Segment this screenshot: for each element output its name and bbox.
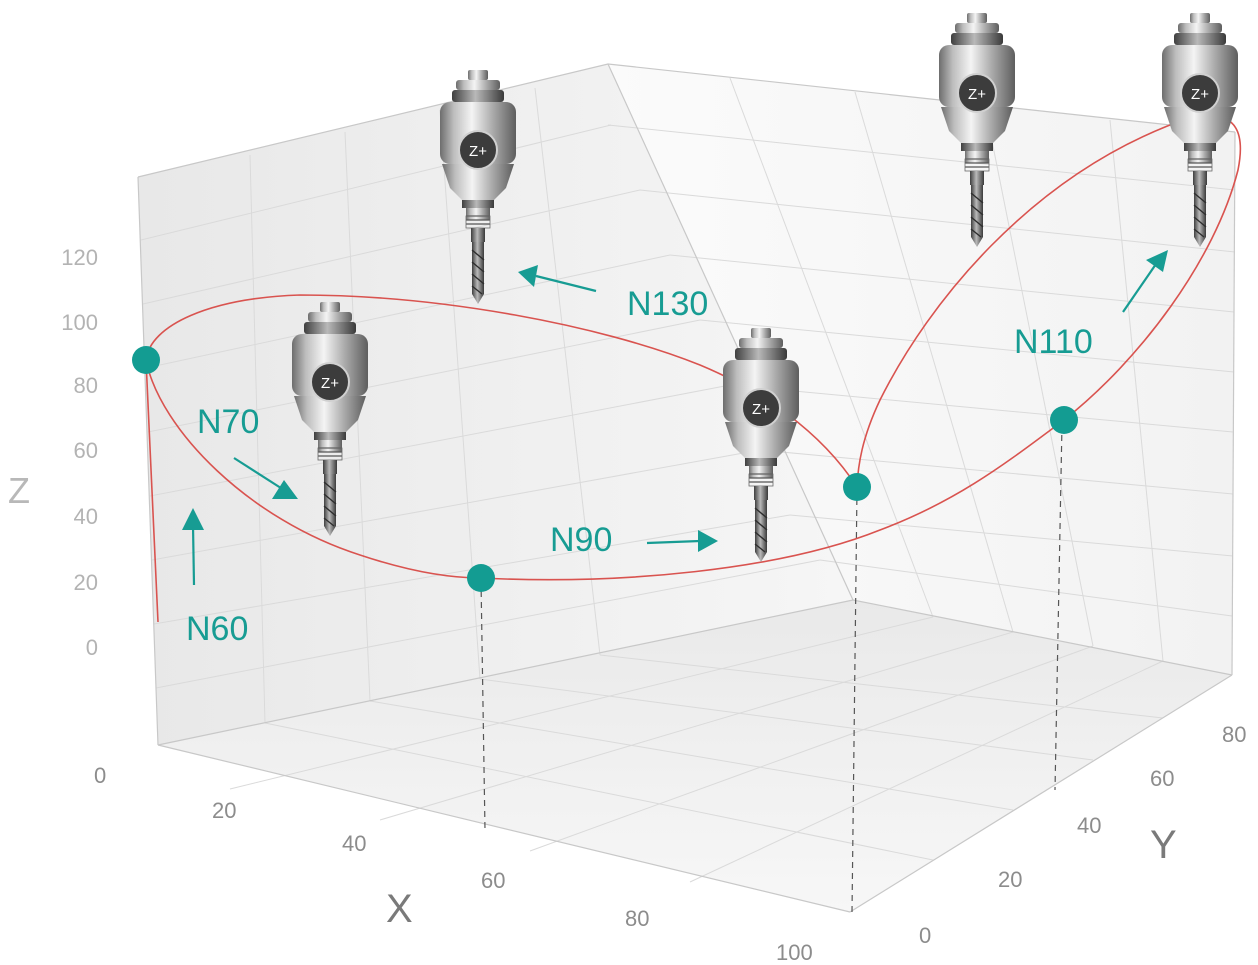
y-axis-title: Y bbox=[1150, 823, 1177, 867]
x-tick: 80 bbox=[625, 906, 649, 931]
spindle-tool-4: Z+ bbox=[938, 12, 1016, 248]
z-tick: 60 bbox=[74, 438, 98, 463]
z-tick: 120 bbox=[61, 245, 98, 270]
tool-badge: Z+ bbox=[752, 401, 770, 418]
tool-badge: Z+ bbox=[1191, 86, 1209, 103]
label-n110: N110 bbox=[1014, 323, 1093, 361]
path-point bbox=[132, 346, 160, 374]
spindle-tool-1: Z+ bbox=[439, 69, 517, 305]
y-tick: 0 bbox=[919, 923, 931, 948]
label-n70: N70 bbox=[197, 403, 259, 441]
tool-badge: Z+ bbox=[968, 86, 986, 103]
back-wall bbox=[608, 64, 1235, 675]
z-tick: 20 bbox=[74, 570, 98, 595]
y-tick: 60 bbox=[1150, 766, 1174, 791]
projection-lines bbox=[480, 423, 1063, 913]
back-wall-grid bbox=[607, 77, 1236, 662]
label-n130: N130 bbox=[627, 285, 708, 323]
y-tick: 40 bbox=[1077, 813, 1101, 838]
arrow-n90 bbox=[646, 530, 718, 552]
x-tick: 0 bbox=[94, 763, 106, 788]
arrow-n60 bbox=[182, 508, 204, 586]
y-axis-ticks: 0 20 40 60 80 bbox=[919, 722, 1246, 948]
spindle-tool-3: Z+ bbox=[722, 327, 800, 563]
floor-grid bbox=[229, 616, 1164, 883]
path-point bbox=[1050, 406, 1078, 434]
box-edges bbox=[137, 63, 1236, 913]
label-n60: N60 bbox=[186, 610, 248, 648]
z-axis-ticks: 0 20 40 60 80 100 120 bbox=[61, 245, 98, 660]
z-tick: 100 bbox=[61, 310, 98, 335]
arrow-n70 bbox=[233, 457, 298, 499]
y-tick: 20 bbox=[998, 867, 1022, 892]
y-tick: 80 bbox=[1222, 722, 1246, 747]
path-points bbox=[132, 346, 1078, 592]
x-tick: 60 bbox=[481, 868, 505, 893]
spindle-tool-5: Z+ bbox=[1161, 12, 1239, 248]
spindle-tool-2: Z+ bbox=[291, 301, 369, 537]
path-point bbox=[467, 564, 495, 592]
left-wall bbox=[138, 64, 853, 745]
path-point bbox=[843, 473, 871, 501]
z-tick: 40 bbox=[74, 504, 98, 529]
x-tick: 20 bbox=[212, 798, 236, 823]
tool-badge: Z+ bbox=[469, 143, 487, 160]
z-tick: 80 bbox=[74, 373, 98, 398]
arrow-n130 bbox=[518, 265, 597, 293]
x-axis-title: X bbox=[386, 887, 413, 931]
x-tick: 40 bbox=[342, 831, 366, 856]
tool-badge: Z+ bbox=[321, 375, 339, 392]
label-n90: N90 bbox=[550, 521, 612, 559]
x-axis-ticks: 0 20 40 60 80 100 bbox=[94, 763, 813, 965]
x-tick: 100 bbox=[776, 940, 813, 965]
z-tick: 0 bbox=[86, 635, 98, 660]
z-axis-title: Z bbox=[8, 470, 30, 511]
arrow-n110 bbox=[1122, 250, 1168, 313]
